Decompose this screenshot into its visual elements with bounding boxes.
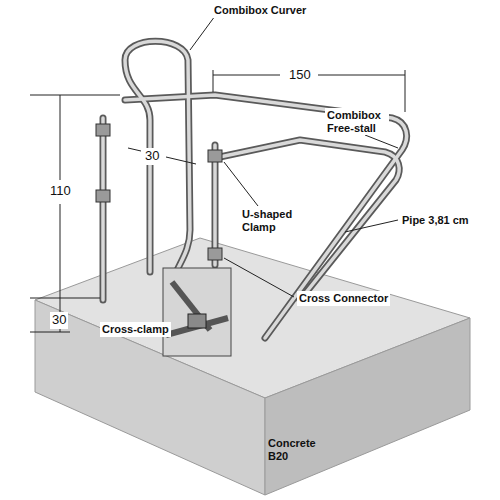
clamp	[96, 124, 110, 136]
leader-line	[345, 220, 398, 232]
clamps	[96, 124, 222, 260]
part-label: Combibox Free-stall	[325, 108, 389, 135]
pipe-highlight	[101, 118, 105, 300]
part-label: Cross-clamp	[100, 322, 171, 337]
post-pipe	[212, 145, 219, 265]
dimension-line	[30, 95, 120, 332]
leader-lines	[190, 16, 398, 297]
dimension-label: 110	[48, 183, 73, 200]
inset-pipe	[172, 282, 210, 330]
pipes	[103, 41, 407, 338]
leader-line	[365, 135, 398, 148]
leader-line	[190, 16, 215, 50]
inset-frame	[163, 268, 231, 356]
pipe-highlight	[215, 140, 399, 300]
clamp	[208, 248, 222, 260]
leader-line	[224, 258, 294, 297]
part-label: Combibox Curver	[212, 3, 308, 18]
leader-line	[224, 162, 258, 206]
part-label: Concrete B20	[268, 437, 328, 462]
part-label: Pipe 3,81 cm	[400, 213, 471, 228]
dimension-lines	[30, 70, 405, 332]
dimension-line	[128, 148, 196, 164]
pipe-highlight	[125, 41, 190, 275]
cross-clamp-inset	[163, 268, 231, 356]
free-stall-pipe	[215, 140, 399, 300]
part-label: Cross Connector	[297, 291, 390, 306]
post-pipe	[100, 118, 107, 300]
dimension-label: 30	[143, 148, 161, 165]
slab-side	[265, 318, 470, 495]
clamp	[208, 150, 222, 162]
dimension-label: 30	[50, 312, 68, 329]
clamp	[96, 190, 110, 202]
part-label: U-shaped Clamp	[240, 207, 298, 234]
curver-pipe	[125, 41, 190, 275]
dimension-label: 150	[287, 67, 313, 84]
inset-clamp	[188, 314, 206, 328]
pipe-highlight	[213, 145, 217, 265]
